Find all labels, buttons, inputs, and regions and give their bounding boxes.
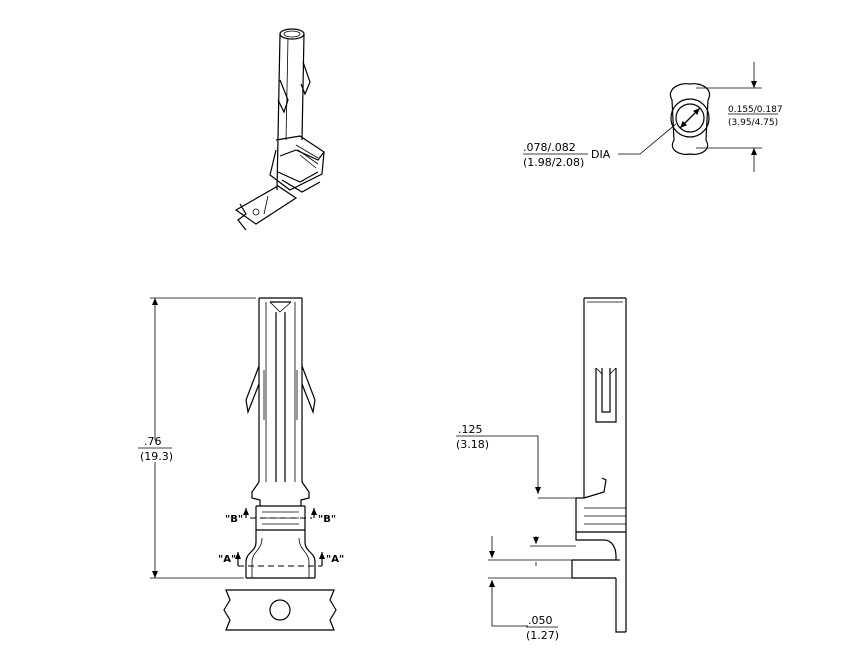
width-dim-inch: 0.155/0.187: [728, 105, 783, 115]
dia-dim-mm: (1.98/2.08): [523, 156, 584, 169]
section-b-right-label: "B": [318, 514, 336, 525]
end-view: [618, 62, 762, 172]
bottom-dim-inch: .050: [528, 614, 553, 627]
top-dim-mm: (3.18): [456, 438, 489, 451]
section-a-left-label: "A": [218, 554, 236, 565]
width-dim-mm: (3.95/4.75): [728, 118, 778, 128]
section-a-right-label: "A": [326, 554, 344, 565]
section-b-left-label: "B": [225, 514, 243, 525]
dia-suffix: DIA: [591, 148, 611, 161]
side-view: [488, 297, 627, 633]
isometric-view: [234, 28, 325, 231]
length-dim-mm: (19.3): [140, 450, 173, 463]
bottom-dim-mm: (1.27): [526, 629, 559, 642]
dia-dim-inch: .078/.082: [523, 141, 576, 154]
front-view: [150, 297, 337, 631]
top-dim-inch: .125: [458, 423, 483, 436]
length-dim-inch: .76: [144, 435, 162, 448]
